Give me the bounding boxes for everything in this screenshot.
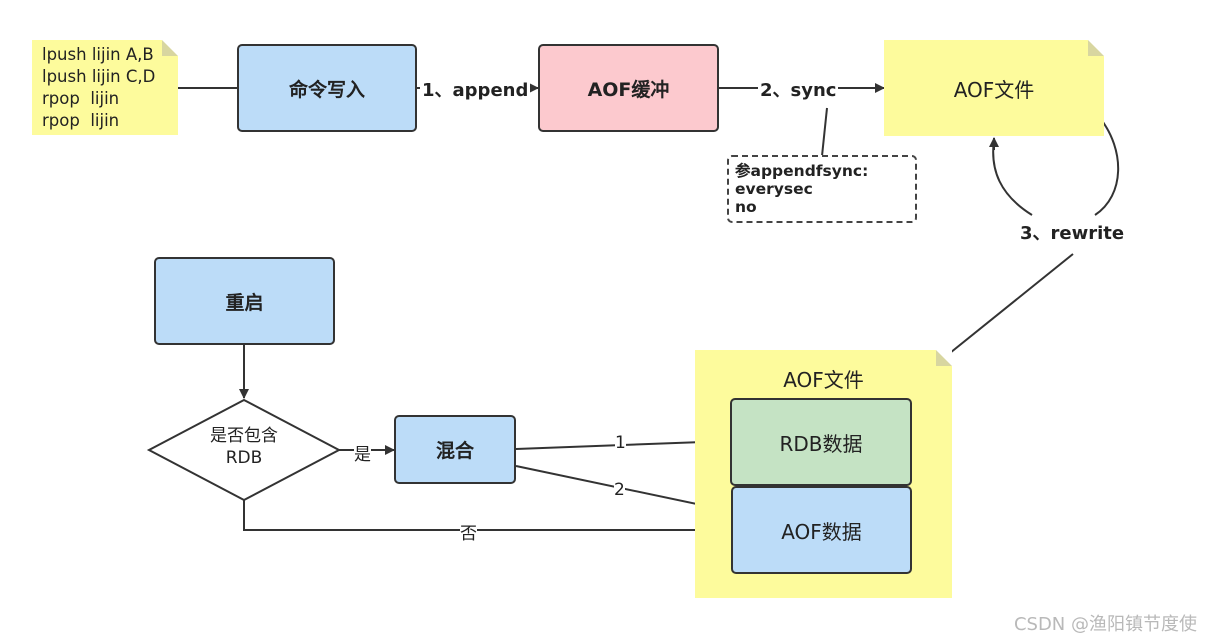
mixed-label: 混合 — [435, 440, 474, 462]
decision-diamond — [146, 398, 342, 502]
aof-data-label: AOF数据 — [781, 519, 862, 544]
edge-rewrite-to-bottom-file — [944, 253, 1074, 358]
mixed-node: 混合 — [394, 415, 516, 484]
edge-two-label: 2 — [614, 480, 625, 500]
commands-note: lpush lijin A,B lpush lijin C,D rpop lij… — [32, 40, 178, 135]
rdb-data-label: RDB数据 — [779, 431, 863, 456]
note-fold-corner — [1088, 40, 1104, 56]
aof-buffer-node: AOF缓冲 — [538, 44, 719, 132]
note-fold-corner — [936, 350, 952, 366]
aof-file-top-label: AOF文件 — [953, 77, 1035, 102]
cmd-write-label: 命令写入 — [288, 78, 365, 101]
command-line: lpush lijin A,B — [42, 45, 154, 64]
csdn-watermark: CSDN @渔阳镇节度使 — [1013, 614, 1197, 635]
rdb-data-node: RDB数据 — [730, 398, 912, 486]
aof-file-bottom-title: AOF文件 — [783, 368, 864, 392]
edge-sync-to-fsync-note — [821, 107, 828, 157]
decision-label: 是否包含 RDB — [170, 425, 318, 469]
decision-line: RDB — [225, 448, 263, 468]
appendfsync-note: 参appendfsync: everysec no — [727, 155, 917, 223]
restart-label: 重启 — [225, 291, 264, 314]
yes-edge-label: 是 — [354, 440, 371, 465]
command-line: rpop lijin — [42, 111, 120, 130]
command-line: lpush lijin C,D — [42, 67, 156, 86]
no-edge-label: 否 — [460, 519, 477, 544]
note-fold-corner — [162, 40, 178, 56]
fsync-line: no — [735, 198, 757, 216]
sync-edge-label: 2、sync — [758, 76, 839, 102]
cmd-write-node: 命令写入 — [237, 44, 417, 132]
aof-file-top-note: AOF文件 — [884, 40, 1104, 136]
fsync-line: 参appendfsync: — [735, 162, 869, 180]
edge-no — [243, 500, 732, 535]
decision-line: 是否包含 — [210, 426, 278, 446]
fsync-line: everysec — [735, 180, 813, 198]
append-edge-label: 1、append — [420, 76, 531, 102]
command-line: rpop lijin — [42, 89, 120, 108]
aof-data-node: AOF数据 — [731, 486, 912, 574]
edge-one-label: 1 — [615, 433, 626, 453]
rewrite-edge-label: 3、rewrite — [1018, 219, 1127, 245]
restart-node: 重启 — [154, 257, 335, 345]
aof-buffer-label: AOF缓冲 — [587, 78, 670, 101]
